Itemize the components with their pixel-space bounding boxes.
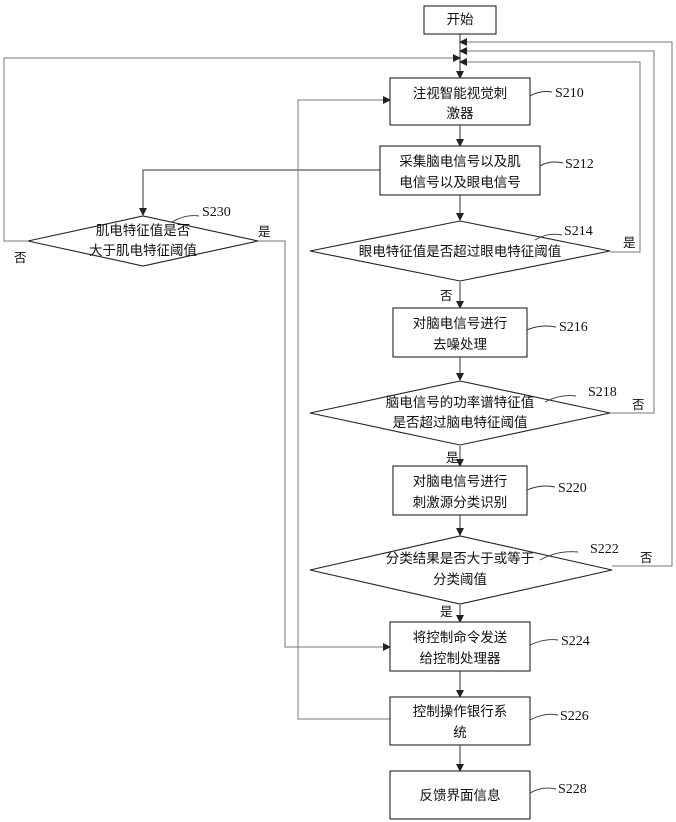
leader-s226 xyxy=(529,713,559,721)
s214-text: 眼电特征值是否超过眼电特征阈值 xyxy=(359,244,562,260)
leader-s214 xyxy=(534,233,563,241)
s216-line2: 去噪处理 xyxy=(433,337,487,353)
edge-s230-no-loop xyxy=(3,54,461,242)
s212-line1: 采集脑电信号以及肌 xyxy=(399,154,521,170)
step-label-s212: S212 xyxy=(565,157,594,172)
edge-s218-no-loop xyxy=(459,47,655,414)
node-s218: 脑电信号的功率谱特征值 是否超过脑电特征阈值 xyxy=(309,380,611,446)
leader-s216 xyxy=(526,325,557,331)
node-s230: 肌电特征值是否 大于肌电特征阈值 xyxy=(27,215,259,267)
step-label-s230: S230 xyxy=(202,205,231,220)
step-label-s220: S220 xyxy=(558,481,587,496)
s210-line2: 激器 xyxy=(447,106,474,122)
s226-line2: 统 xyxy=(453,725,467,741)
node-s228: 反馈界面信息 xyxy=(389,770,531,820)
s224-line2: 给控制处理器 xyxy=(420,651,501,667)
s218-line2: 是否超过脑电特征阈值 xyxy=(393,415,528,431)
node-s216: 对脑电信号进行 去噪处理 xyxy=(392,307,528,358)
s230-line2: 大于肌电特征阈值 xyxy=(89,243,197,259)
edge-s230-yes-to-s224 xyxy=(258,240,391,651)
step-label-s222: S222 xyxy=(590,542,619,557)
leader-s218 xyxy=(544,395,577,403)
node-start: 开始 xyxy=(423,5,497,35)
leader-s224 xyxy=(529,639,559,646)
s216-line1: 对脑电信号进行 xyxy=(413,316,508,332)
branch-s214-yes: 是 xyxy=(623,235,636,250)
node-s212: 采集脑电信号以及肌 电信号以及眼电信号 xyxy=(379,145,541,196)
leader-s228 xyxy=(529,787,557,794)
node-s220: 对脑电信号进行 刺激源分类识别 xyxy=(392,465,528,516)
step-label-s216: S216 xyxy=(559,320,588,335)
edge-s222-no-loop xyxy=(459,38,673,567)
edge-s226-loop-to-s210 xyxy=(297,96,391,720)
s222-line2: 分类阈值 xyxy=(433,572,487,588)
leader-s230 xyxy=(171,215,200,223)
leader-s210 xyxy=(529,91,553,97)
node-s210: 注视智能视觉刺 激器 xyxy=(389,77,531,126)
edge-s212-to-s230 xyxy=(139,169,390,216)
node-s226: 控制操作银行系 统 xyxy=(389,696,531,746)
step-label-s228: S228 xyxy=(558,782,587,797)
s210-line1: 注视智能视觉刺 xyxy=(413,86,508,102)
branch-s214-no: 否 xyxy=(440,288,453,303)
s224-line1: 将控制命令发送 xyxy=(413,629,508,646)
s220-line1: 对脑电信号进行 xyxy=(413,474,508,490)
s222-line1: 分类结果是否大于或等于 xyxy=(386,550,535,567)
s218-line1: 脑电信号的功率谱特征值 xyxy=(386,394,535,411)
leader-s212 xyxy=(539,161,564,167)
node-s224: 将控制命令发送 给控制处理器 xyxy=(389,621,531,672)
branch-s218-yes: 是 xyxy=(446,450,459,465)
s220-line2: 刺激源分类识别 xyxy=(413,495,508,511)
branch-s230-yes: 是 xyxy=(258,224,271,239)
branch-s230-no: 否 xyxy=(14,250,27,265)
edge-s214-yes-loop xyxy=(459,58,641,253)
step-label-s210: S210 xyxy=(555,86,584,101)
s226-line1: 控制操作银行系 xyxy=(413,704,508,720)
start-text: 开始 xyxy=(447,12,474,28)
s228-text: 反馈界面信息 xyxy=(420,787,501,804)
s230-line1: 肌电特征值是否 xyxy=(96,223,191,239)
node-s222: 分类结果是否大于或等于 分类阈值 xyxy=(309,535,613,605)
node-s214: 眼电特征值是否超过眼电特征阈值 xyxy=(309,220,611,282)
branch-s222-no: 否 xyxy=(640,550,653,565)
step-label-s214: S214 xyxy=(564,224,593,239)
step-label-s226: S226 xyxy=(560,709,589,724)
leader-s220 xyxy=(526,485,556,491)
leader-s222 xyxy=(539,551,579,561)
step-label-s224: S224 xyxy=(561,634,590,649)
step-label-s218: S218 xyxy=(588,385,617,400)
s212-line2: 电信号以及眼电信号 xyxy=(399,175,521,191)
branch-s222-yes: 是 xyxy=(440,604,453,619)
branch-s218-no: 否 xyxy=(632,397,645,412)
